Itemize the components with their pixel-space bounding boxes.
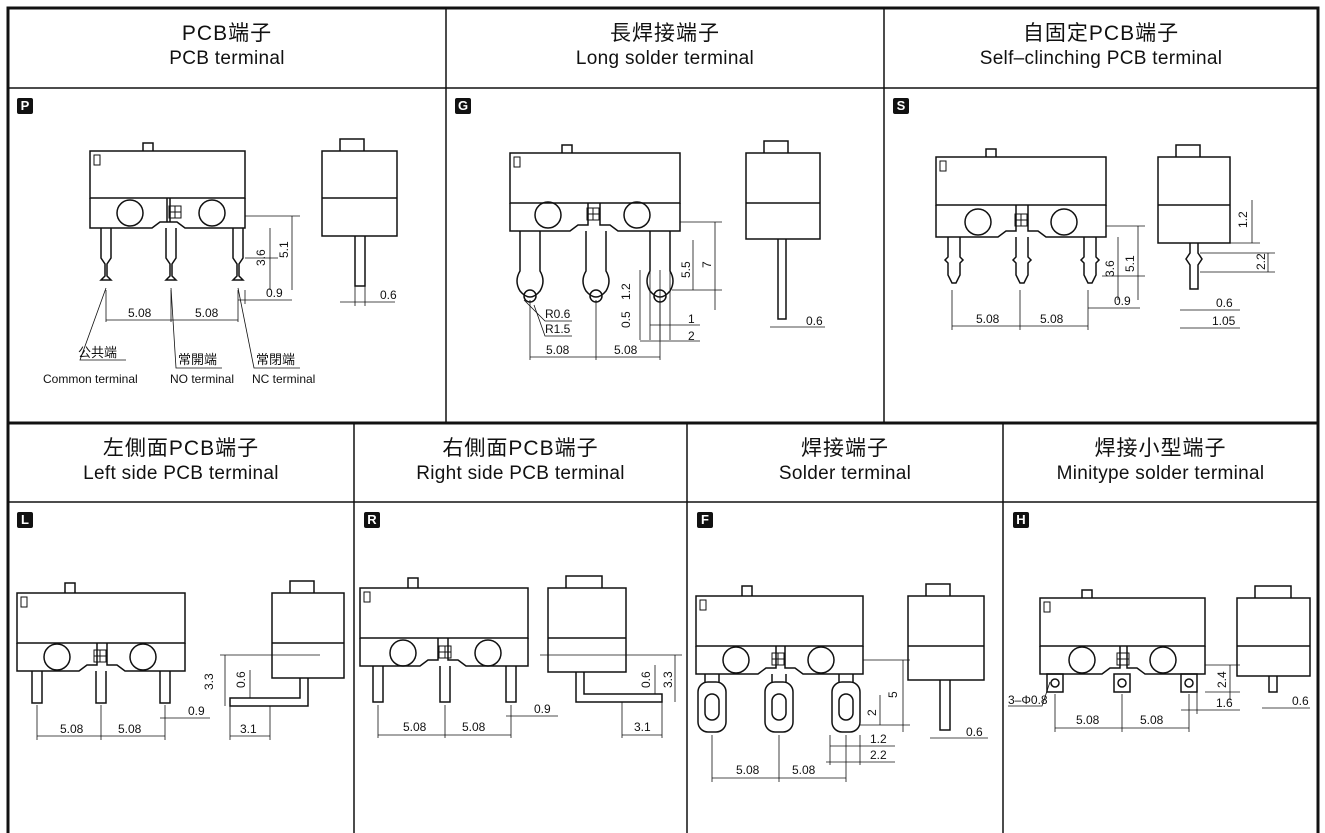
code-badge-s: S bbox=[893, 98, 909, 114]
dim-g-12: 1.2 bbox=[619, 283, 633, 300]
dim-g-7: 7 bbox=[700, 261, 714, 268]
code-badge-h: H bbox=[1013, 512, 1029, 528]
dim-g-pitch-1: 5.08 bbox=[546, 343, 570, 357]
label-nc-cn: 常閉端 bbox=[256, 352, 295, 367]
dim-l-33: 3.3 bbox=[202, 673, 216, 690]
dim-h-pitch-1: 5.08 bbox=[1076, 713, 1100, 727]
title-en: Solder terminal bbox=[778, 463, 912, 484]
title-en: Self–clinching PCB terminal bbox=[979, 48, 1223, 69]
dim-g-2: 2 bbox=[688, 329, 695, 343]
dim-s-51: 5.1 bbox=[1123, 255, 1137, 272]
dim-l-09: 0.9 bbox=[188, 704, 205, 718]
drawing-left-side-pcb-terminal bbox=[16, 580, 345, 740]
title-en: Minitype solder terminal bbox=[1056, 463, 1265, 484]
header-self-clinching-terminal: 自固定PCB端子 Self–clinching PCB terminal bbox=[884, 8, 1318, 88]
header-pcb-terminal: PCB端子 PCB terminal bbox=[8, 8, 446, 88]
header-minitype-solder-terminal: 焊接小型端子 Minitype solder terminal bbox=[1003, 423, 1318, 503]
title-en: Long solder terminal bbox=[575, 48, 755, 69]
title-en: Right side PCB terminal bbox=[416, 463, 625, 484]
dim-g-1: 1 bbox=[688, 312, 695, 326]
dim-p-36: 3.6 bbox=[254, 249, 268, 266]
dim-r-33: 3.3 bbox=[661, 671, 675, 688]
label-hole: 3–Φ0.8 bbox=[1008, 693, 1048, 707]
label-common-en: Common terminal bbox=[43, 372, 138, 386]
drawing-self-clinching-terminal bbox=[935, 144, 1275, 330]
dim-g-r15: R1.5 bbox=[545, 322, 571, 336]
dim-f-5: 5 bbox=[886, 691, 900, 698]
dim-l-31: 3.1 bbox=[240, 722, 257, 736]
dim-f-pitch-2: 5.08 bbox=[792, 763, 816, 777]
title-en: Left side PCB terminal bbox=[83, 463, 279, 484]
grid-lines bbox=[6, 6, 1320, 833]
dim-s-36: 3.6 bbox=[1103, 260, 1117, 277]
dim-h-pitch-2: 5.08 bbox=[1140, 713, 1164, 727]
dim-h-06: 0.6 bbox=[1292, 694, 1309, 708]
title-cn: 自固定PCB端子 bbox=[1022, 22, 1180, 45]
dim-f-06: 0.6 bbox=[966, 725, 983, 739]
dim-h-16: 1.6 bbox=[1216, 696, 1233, 710]
dim-f-12: 1.2 bbox=[870, 732, 887, 746]
drawing-solder-terminal bbox=[695, 583, 988, 782]
drawing-pcb-terminal bbox=[79, 138, 398, 369]
dim-r-pitch-1: 5.08 bbox=[403, 720, 427, 734]
title-cn: PCB端子 bbox=[181, 22, 273, 45]
drawing-right-side-pcb-terminal bbox=[359, 575, 682, 738]
dimension-labels: 5.08 5.08 0.9 0.6 3.6 5.1 公共端 Common ter… bbox=[43, 211, 1309, 777]
code-badge-p: P bbox=[17, 98, 33, 114]
title-en: PCB terminal bbox=[169, 48, 285, 69]
drawing-long-solder-terminal bbox=[509, 140, 825, 360]
dim-r-06: 0.6 bbox=[639, 671, 653, 688]
dim-s-105: 1.05 bbox=[1212, 314, 1236, 328]
header-long-solder-terminal: 長焊接端子 Long solder terminal bbox=[446, 8, 884, 88]
dim-s-09: 0.9 bbox=[1114, 294, 1131, 308]
header-right-side-pcb-terminal: 右側面PCB端子 Right side PCB terminal bbox=[354, 423, 687, 503]
dim-l-06: 0.6 bbox=[234, 671, 248, 688]
label-nc-en: NC terminal bbox=[252, 372, 315, 386]
dim-g-06: 0.6 bbox=[806, 314, 823, 328]
dim-p-09: 0.9 bbox=[266, 286, 283, 300]
title-cn: 焊接小型端子 bbox=[1094, 437, 1227, 460]
dim-p-pitch-1: 5.08 bbox=[128, 306, 152, 320]
title-cn: 左側面PCB端子 bbox=[102, 437, 260, 460]
dim-f-22: 2.2 bbox=[870, 748, 887, 762]
label-no-en: NO terminal bbox=[170, 372, 234, 386]
code-badge-g: G bbox=[455, 98, 471, 114]
dim-l-pitch-1: 5.08 bbox=[60, 722, 84, 736]
title-cn: 焊接端子 bbox=[801, 437, 889, 460]
dim-p-06: 0.6 bbox=[380, 288, 397, 302]
dim-p-pitch-2: 5.08 bbox=[195, 306, 219, 320]
dim-s-06: 0.6 bbox=[1216, 296, 1233, 310]
dim-g-r06: R0.6 bbox=[545, 307, 571, 321]
dim-f-2: 2 bbox=[865, 709, 879, 716]
code-badge-l: L bbox=[17, 512, 33, 528]
dim-s-22: 2.2 bbox=[1254, 253, 1268, 270]
dim-s-12: 1.2 bbox=[1236, 211, 1250, 228]
header-solder-terminal: 焊接端子 Solder terminal bbox=[687, 423, 1003, 503]
drawing-minitype-solder-terminal bbox=[1008, 585, 1311, 732]
header-left-side-pcb-terminal: 左側面PCB端子 Left side PCB terminal bbox=[8, 423, 354, 503]
dim-s-pitch-2: 5.08 bbox=[1040, 312, 1064, 326]
dim-g-pitch-2: 5.08 bbox=[614, 343, 638, 357]
dim-g-55: 5.5 bbox=[679, 261, 693, 278]
dim-s-pitch-1: 5.08 bbox=[976, 312, 1000, 326]
dim-r-pitch-2: 5.08 bbox=[462, 720, 486, 734]
dim-l-pitch-2: 5.08 bbox=[118, 722, 142, 736]
label-no-cn: 常開端 bbox=[178, 352, 217, 367]
code-badge-r: R bbox=[364, 512, 380, 528]
dim-h-24: 2.4 bbox=[1215, 671, 1229, 688]
dim-g-05: 0.5 bbox=[619, 311, 633, 328]
dim-r-31: 3.1 bbox=[634, 720, 651, 734]
dim-r-09: 0.9 bbox=[534, 702, 551, 716]
dim-f-pitch-1: 5.08 bbox=[736, 763, 760, 777]
title-cn: 右側面PCB端子 bbox=[442, 437, 599, 460]
title-cn: 長焊接端子 bbox=[610, 22, 720, 45]
code-badge-f: F bbox=[697, 512, 713, 528]
label-common-cn: 公共端 bbox=[78, 345, 117, 360]
dim-p-51: 5.1 bbox=[277, 241, 291, 258]
